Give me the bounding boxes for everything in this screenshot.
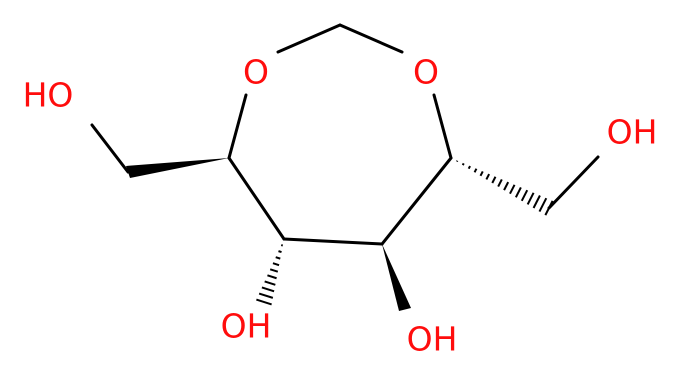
hash-line	[264, 280, 276, 286]
hash-line	[278, 250, 282, 254]
atom-label-ho-left: HO	[23, 76, 74, 115]
bond-ch2-right-oh	[547, 155, 600, 210]
atom-label-ring-oxygen-right: O	[413, 53, 439, 92]
wedge-bonds	[126, 158, 411, 311]
single-bonds	[90, 23, 600, 246]
hash-line	[491, 176, 497, 184]
bond-ch2-o-left	[276, 23, 342, 54]
hash-line	[485, 173, 491, 180]
bond-o-right-c-right	[432, 93, 453, 160]
hash-line	[461, 162, 465, 166]
wedge-c-lowright-oh	[382, 244, 411, 311]
hash-line	[520, 189, 529, 202]
hash-line	[532, 195, 541, 209]
atom-label-ring-oxygen-left: O	[243, 53, 269, 92]
atom-label-oh-right: OH	[607, 113, 658, 152]
hash-line	[503, 181, 510, 191]
hash-line	[544, 200, 554, 216]
bond-c-lowright-c-right	[380, 156, 453, 246]
bond-ch2-left-oh	[90, 123, 130, 174]
hash-line	[526, 192, 535, 205]
hash-line	[467, 165, 471, 170]
hash-line	[261, 286, 275, 293]
bond-c-lowleft-c-lowright	[282, 237, 384, 246]
hash-line	[538, 197, 548, 213]
hash-line	[497, 178, 503, 188]
hash-line	[509, 184, 516, 195]
hash-line	[514, 187, 522, 198]
atom-label-oh-bottom-left: OH	[221, 307, 272, 346]
hash-line	[272, 262, 280, 267]
hash-line	[269, 268, 279, 273]
wedge-c-left-ch2	[126, 158, 229, 178]
hash-line	[479, 170, 484, 177]
hashed-bonds	[256, 160, 554, 306]
bond-ch2-o-right	[338, 23, 404, 54]
hash-c-lowleft-oh	[256, 244, 284, 306]
hash-line	[267, 274, 277, 280]
bond-c-left-c-lowleft	[227, 156, 286, 241]
hash-line	[275, 256, 281, 260]
atom-label-oh-bottom-right: OH	[407, 320, 458, 359]
atom-labels: HO O O OH OH OH	[23, 53, 658, 359]
bond-o-left-c-left	[227, 93, 248, 160]
hash-line	[258, 292, 274, 299]
hash-c-right-ch2	[456, 160, 554, 216]
hash-line	[256, 298, 272, 306]
hash-line	[473, 168, 478, 173]
